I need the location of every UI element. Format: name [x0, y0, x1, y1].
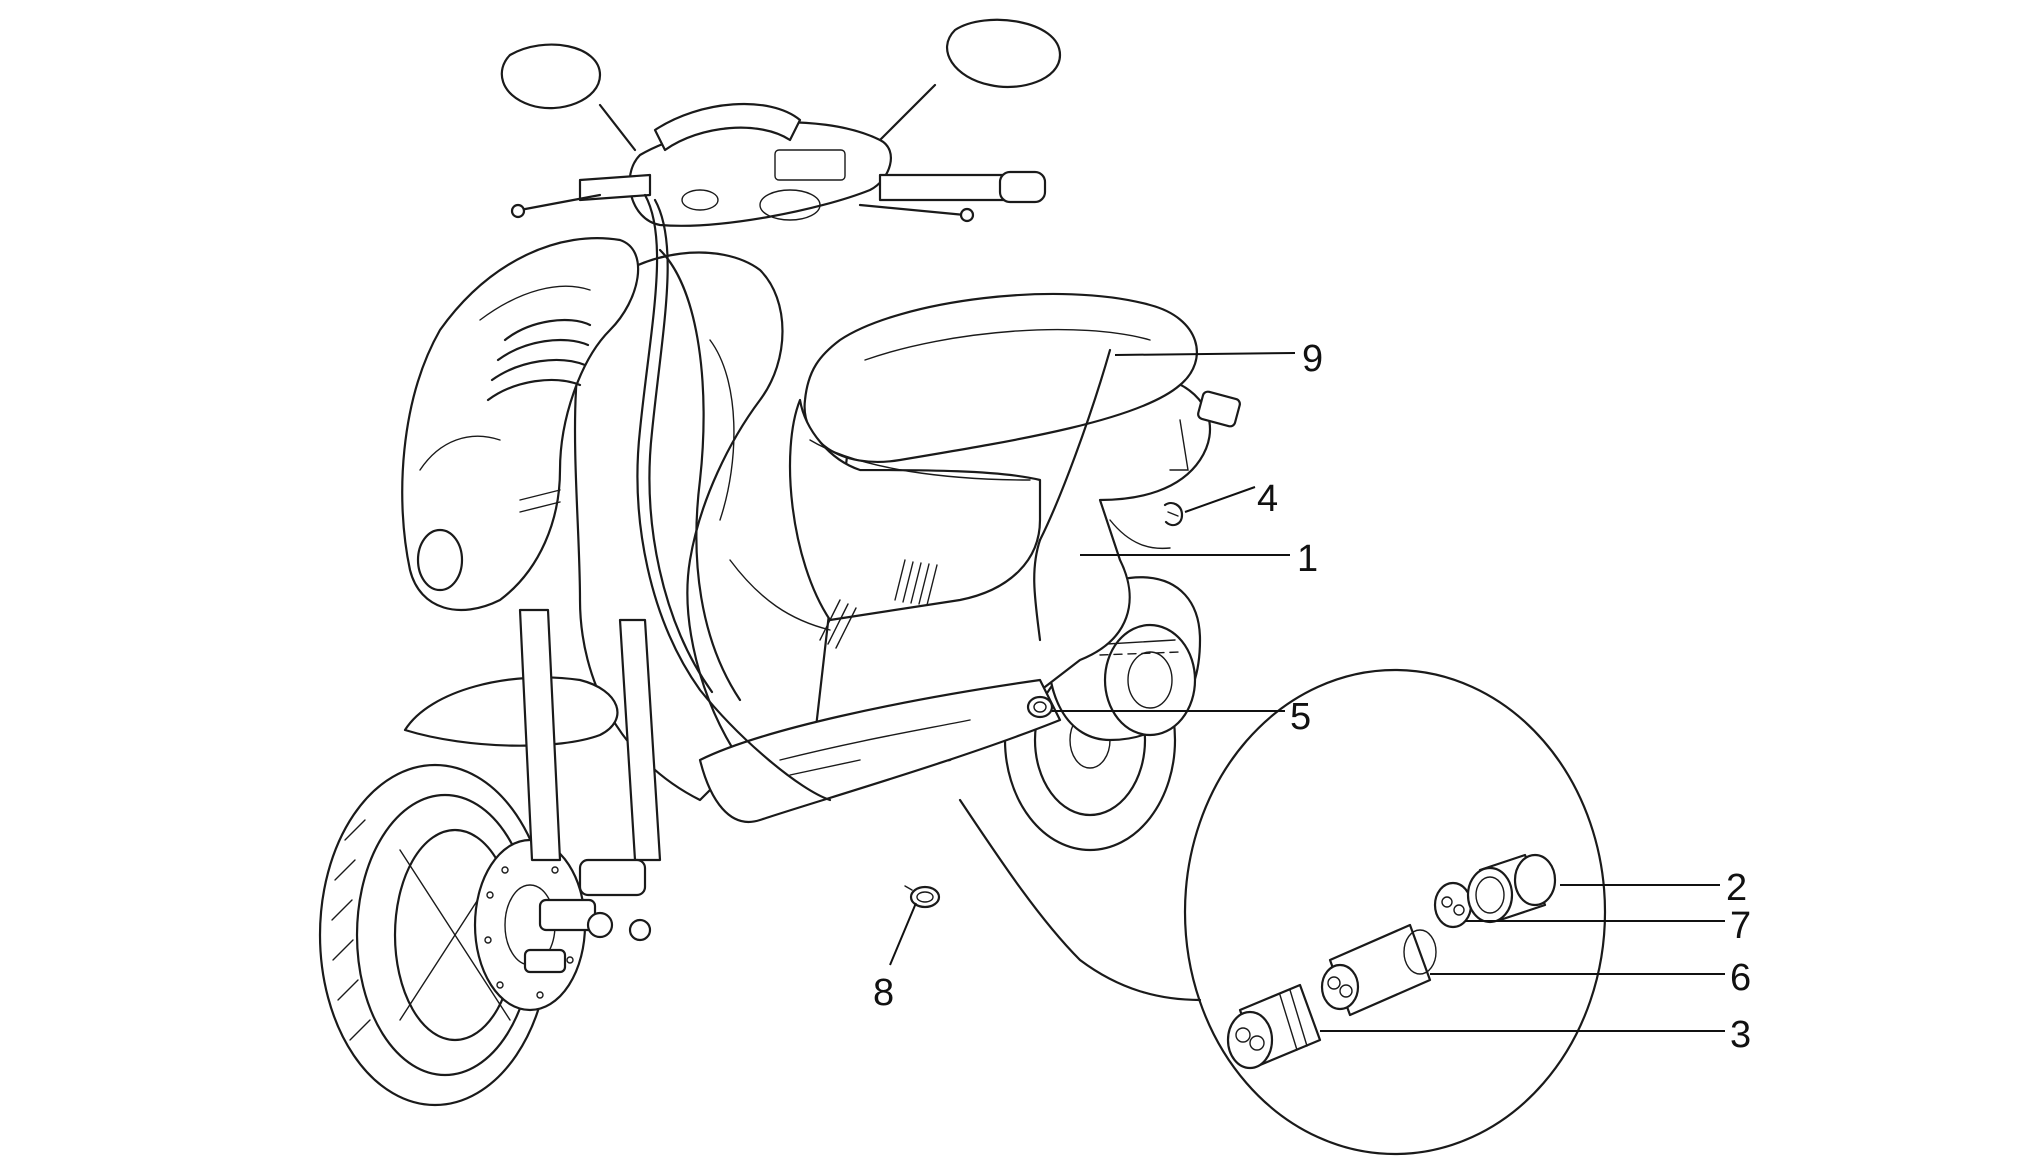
- clip-part-4: [1163, 501, 1184, 527]
- front-fender: [403, 676, 619, 747]
- label-part-1: 1: [1297, 538, 1318, 580]
- part-labels: 9 4 1 5 2 7 6 3 8: [873, 338, 1751, 1056]
- label-part-5: 5: [1290, 696, 1311, 738]
- hose-clamp-part-8: [904, 885, 941, 909]
- center-body: [788, 398, 1042, 649]
- label-part-2: 2: [1726, 867, 1747, 909]
- front-fairing: [401, 237, 640, 612]
- label-part-9: 9: [1302, 338, 1323, 380]
- front-grille: [486, 318, 592, 402]
- detail-circle: [1183, 668, 1607, 1156]
- main-cable: [636, 193, 1112, 802]
- cable-to-detail: [958, 798, 1202, 1002]
- label-part-8: 8: [873, 972, 894, 1014]
- floorboard: [698, 678, 1062, 823]
- label-part-6: 6: [1730, 957, 1751, 999]
- front-fork: [518, 608, 662, 974]
- gasket-part-7: [1433, 881, 1473, 929]
- leader-9: [1114, 352, 1296, 356]
- side-vent-left: [819, 599, 857, 649]
- label-part-4: 4: [1257, 478, 1278, 520]
- label-part-3: 3: [1730, 1014, 1751, 1056]
- leader-8: [889, 902, 917, 966]
- label-part-7: 7: [1730, 905, 1751, 947]
- scooter-drawing: [318, 18, 1241, 1107]
- leader-4: [1184, 486, 1256, 513]
- handlebar: [500, 18, 1062, 227]
- leader-lines: [889, 352, 1725, 1032]
- side-vent-right: [894, 559, 938, 606]
- seat: [803, 292, 1198, 463]
- connector-part-6: [1320, 923, 1437, 1017]
- cable-clamp-5: [1026, 695, 1054, 719]
- connector-part-3: [1226, 983, 1322, 1070]
- cap-part-2: [1466, 853, 1557, 924]
